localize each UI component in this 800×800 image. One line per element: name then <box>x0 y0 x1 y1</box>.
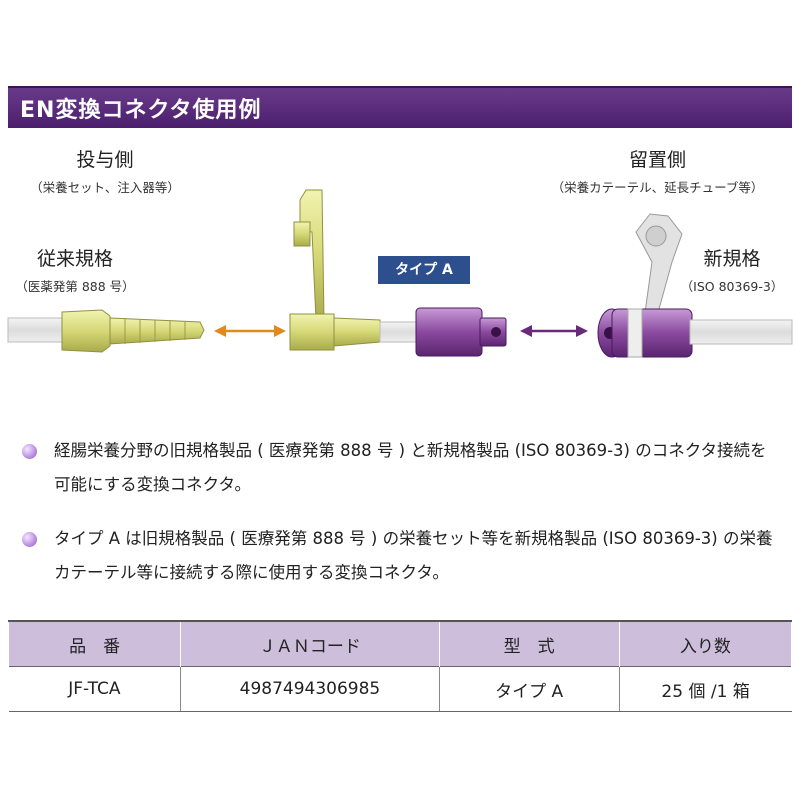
type-a-badge: タイプ A <box>378 256 470 284</box>
cell-jan-code: 4987494306985 <box>180 666 440 712</box>
cell-quantity: 25 個 /1 箱 <box>618 666 792 712</box>
old-standard-subtitle: （医薬発第 888 号） <box>15 279 135 294</box>
bullet-text-2b: カテーテル等に接続する際に使用する変換コネクタ。 <box>54 563 449 582</box>
indwelling-side-subtitle: （栄養カテーテル、延長チューブ等） <box>551 180 764 195</box>
old-standard-connector <box>61 309 205 353</box>
bullet-text-1a: 経腸栄養分野の旧規格製品 ( 医療発第 888 号 ) と新規格製品 (ISO … <box>54 441 767 460</box>
header-quantity: 入り数 <box>618 620 793 667</box>
cell-product-no: JF-TCA <box>8 666 182 712</box>
old-standard-title: 従来規格 <box>36 248 113 270</box>
bullet-dot-icon <box>22 444 37 459</box>
indwelling-side-label: 留置側 （栄養カテーテル、延長チューブ等） <box>520 145 795 196</box>
old-standard-label: 従来規格 （医薬発第 888 号） <box>5 244 145 295</box>
new-connection-arrow <box>520 325 588 337</box>
new-standard-title: 新規格 <box>703 248 761 270</box>
title-bar: EN変換コネクタ使用例 <box>8 86 792 128</box>
indwelling-side-title: 留置側 <box>628 149 686 171</box>
page-title: EN変換コネクタ使用例 <box>20 98 262 123</box>
bullet-item-2: タイプ A は旧規格製品 ( 医療発第 888 号 ) の栄養セット等を新規格製… <box>22 522 792 590</box>
header-model: 型 式 <box>438 620 620 667</box>
header-product-no: 品 番 <box>7 620 182 667</box>
type-a-conversion-connector <box>289 189 507 357</box>
table-row: JF-TCA 4987494306985 タイプ A 25 個 /1 箱 <box>8 666 792 712</box>
bullet-dot-icon <box>22 532 37 547</box>
iso-connector <box>597 213 793 358</box>
bullet-item-1: 経腸栄養分野の旧規格製品 ( 医療発第 888 号 ) と新規格製品 (ISO … <box>22 434 792 502</box>
bullet-text-1b: 可能にする変換コネクタ。 <box>54 475 252 494</box>
old-connection-arrow <box>214 325 286 337</box>
new-standard-subtitle: （ISO 80369-3） <box>680 279 784 294</box>
table-header-row: 品 番 ＪＡＮコード 型 式 入り数 <box>7 620 793 667</box>
product-spec-table: 品 番 ＪＡＮコード 型 式 入り数 JF-TCA 4987494306985 … <box>7 620 793 712</box>
header-jan-code: ＪＡＮコード <box>180 620 440 667</box>
dosing-side-title: 投与側 <box>76 149 134 171</box>
cell-model: タイプ A <box>438 666 620 712</box>
dosing-side-subtitle: （栄養セット、注入器等） <box>30 180 180 195</box>
left-tube <box>7 317 69 343</box>
connector-diagram <box>7 189 793 358</box>
dosing-side-label: 投与側 （栄養セット、注入器等） <box>10 145 200 196</box>
bullet-text-2a: タイプ A は旧規格製品 ( 医療発第 888 号 ) の栄養セット等を新規格製… <box>54 529 773 548</box>
new-standard-label: 新規格 （ISO 80369-3） <box>672 244 792 295</box>
